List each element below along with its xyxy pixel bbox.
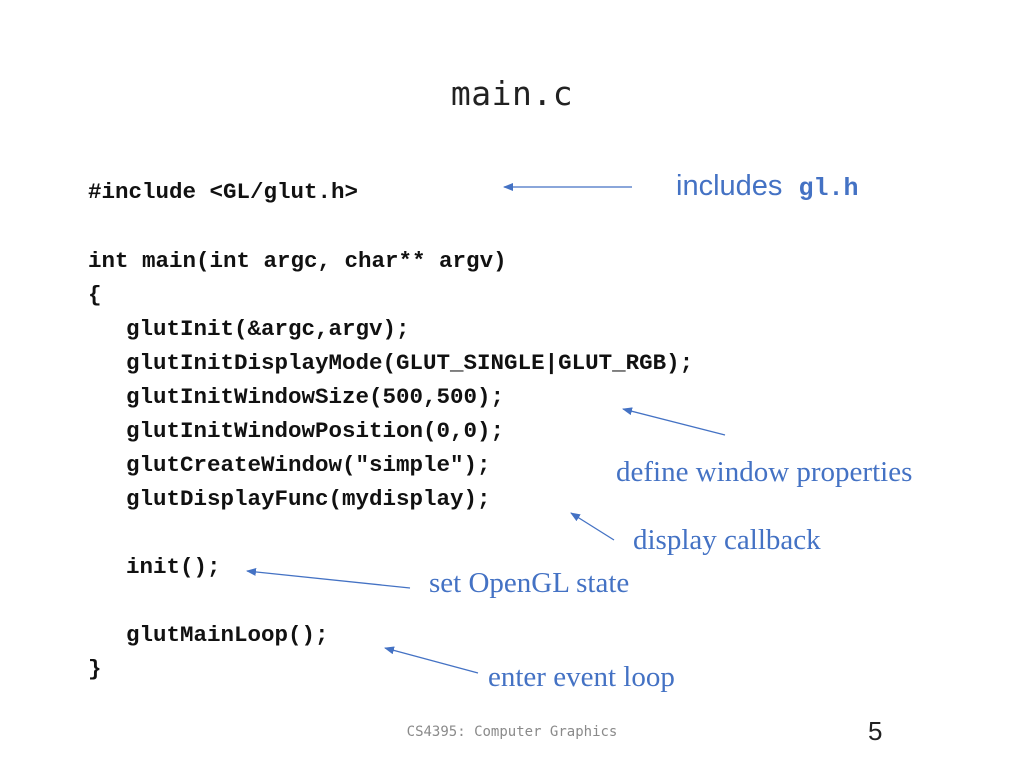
arrow-window-properties: [622, 407, 726, 436]
code-glut-init: glutInit(&argc,argv);: [126, 316, 410, 342]
code-display-func: glutDisplayFunc(mydisplay);: [126, 486, 491, 512]
annotation-includes: includes gl.h: [676, 169, 859, 206]
slide-title: main.c: [450, 74, 574, 113]
code-include-line: #include <GL/glut.h>: [88, 179, 359, 205]
code-main-signature: int main(int argc, char** argv): [88, 248, 507, 274]
annotation-includes-text: includes: [676, 170, 783, 202]
code-init-call: init();: [126, 554, 221, 580]
code-open-brace: {: [88, 282, 102, 308]
code-close-brace: }: [88, 656, 102, 682]
code-create-window: glutCreateWindow("simple");: [126, 452, 491, 478]
arrow-display-callback: [570, 512, 615, 541]
arrow-event-loop: [384, 646, 479, 674]
annotation-event-loop: enter event loop: [488, 661, 675, 693]
annotation-includes-code: gl.h: [798, 174, 859, 203]
code-main-loop: glutMainLoop();: [126, 622, 329, 648]
code-init-window-position: glutInitWindowPosition(0,0);: [126, 418, 505, 444]
code-init-window-size: glutInitWindowSize(500,500);: [126, 384, 505, 410]
arrow-opengl-state: [246, 567, 411, 589]
annotation-window-properties: define window properties: [616, 456, 913, 488]
code-init-display-mode: glutInitDisplayMode(GLUT_SINGLE|GLUT_RGB…: [126, 350, 694, 376]
slide-footer: CS4395: Computer Graphics: [406, 724, 618, 740]
annotation-opengl-state: set OpenGL state: [429, 567, 630, 599]
annotation-display-callback: display callback: [633, 524, 821, 556]
page-number: 5: [868, 716, 883, 746]
